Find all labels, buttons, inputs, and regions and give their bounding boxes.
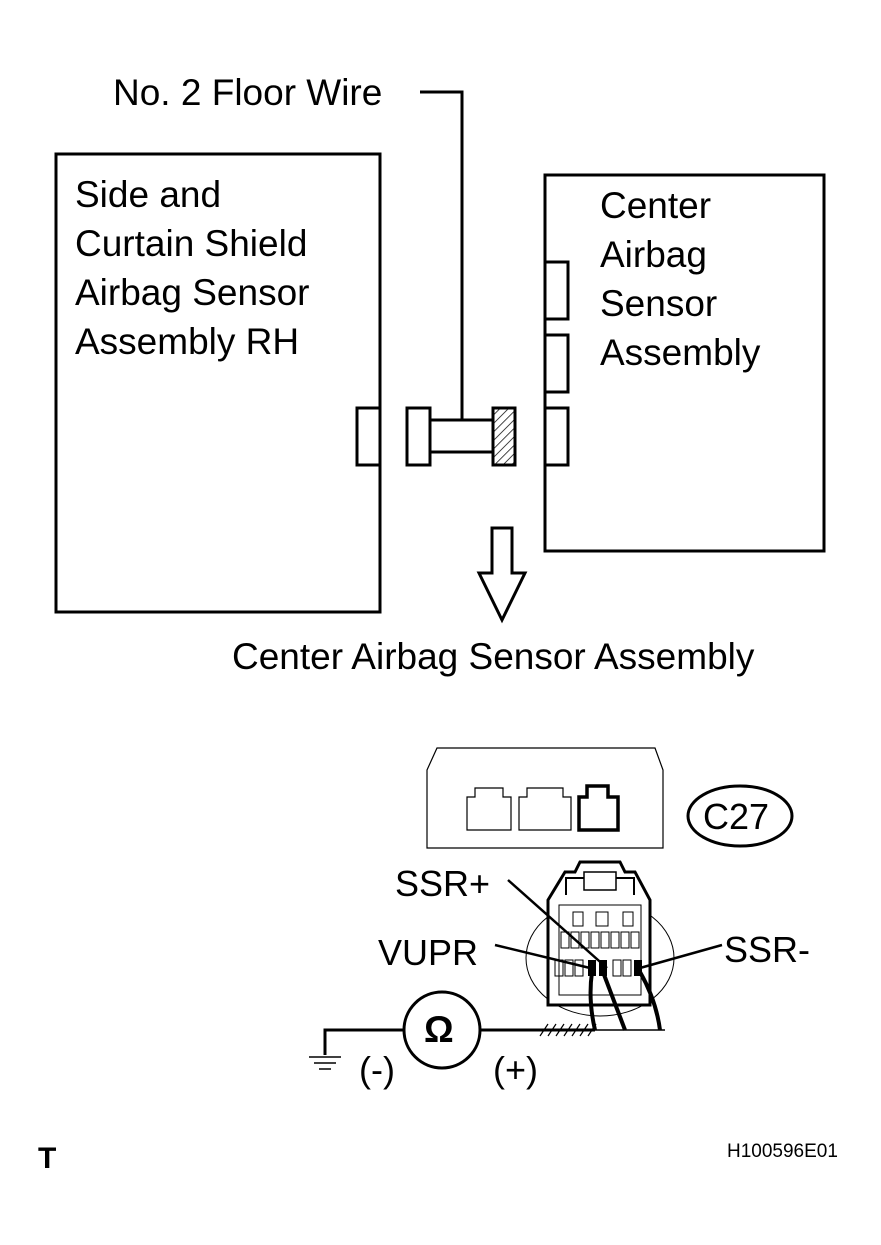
floor-wire-leader [420,90,464,420]
center-sensor-label-line-1: Center [600,185,712,226]
ssr-minus-leader [639,943,723,970]
side-sensor-label-line-4: Assembly RH [75,321,300,362]
side-sensor-box [54,152,382,614]
connector-plug [546,860,652,1007]
ssr-minus-label: SSR- [724,929,811,970]
connector-housing [426,747,664,849]
ground-icon [309,1056,341,1070]
probe-wire-3 [638,971,662,1031]
connector-code-ellipse [686,784,794,848]
connector-code: C27 [703,796,770,837]
side-sensor-label-line-2: Curtain Shield [75,223,308,264]
ohm-symbol: Ω [424,1009,454,1050]
socket-1 [466,787,512,831]
ssr-plus-label: SSR+ [395,863,491,904]
side-sensor-label-line-3: Airbag Sensor [75,272,310,313]
center-sensor-label-line-2: Airbag [600,234,707,275]
socket-3 [577,784,620,832]
ssr-plus-leader [507,879,608,969]
center-sensor-label-line-4: Assembly [600,332,761,373]
probe-wire-1 [588,971,597,1031]
center-connector-1 [543,260,570,321]
arrow-caption: Center Airbag Sensor Assembly [232,636,755,677]
center-connector-2 [543,333,570,394]
center-connector-3 [543,406,570,467]
probe-wire-2 [601,971,627,1031]
floor-wire-label: No. 2 Floor Wire [113,72,383,113]
side-sensor-label-line-1: Side and [75,174,222,215]
minus-terminal-label: (-) [359,1049,395,1090]
vupr-label: VUPR [378,932,479,973]
side-sensor-connector [355,406,382,467]
center-sensor-label-line-3: Sensor [600,283,718,324]
floor-wire-left-plug [405,406,432,467]
corner-mark: T [38,1142,57,1175]
floor-wire-right-plug [491,406,517,467]
vupr-leader [494,943,591,970]
figure-code: H100596E01 [727,1141,838,1162]
socket-2 [518,787,572,831]
plus-terminal-label: (+) [493,1049,538,1090]
down-arrow [476,526,528,624]
ground-lead [323,1028,404,1055]
